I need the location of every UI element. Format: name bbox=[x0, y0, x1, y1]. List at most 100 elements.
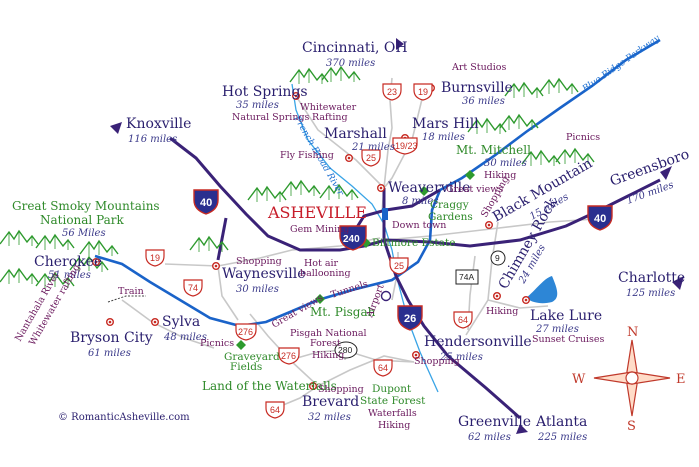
nc280-shield bbox=[334, 341, 358, 359]
mt-pisgah-label: Mt. Pisgah bbox=[310, 305, 376, 319]
attr-dupont-4: Hiking bbox=[378, 420, 410, 431]
attr-whitewater-2: Rafting bbox=[312, 112, 348, 123]
shield-i240: 240 bbox=[343, 234, 360, 245]
map-title: ASHEVILLE bbox=[267, 203, 367, 222]
downtown-marker bbox=[382, 208, 388, 220]
city-hendersonville: Hendersonville bbox=[424, 334, 532, 350]
shield-us64-south: 64 bbox=[378, 363, 388, 373]
city-brevard: Brevard bbox=[302, 394, 359, 410]
attr-tunnels: Tunnels bbox=[330, 279, 370, 301]
shield-us19-23: 19/23 bbox=[395, 141, 418, 151]
shield-us23: 23 bbox=[387, 87, 397, 97]
dist-burnsville: 36 miles bbox=[462, 96, 505, 107]
shield-nc9: 9 bbox=[495, 253, 500, 263]
shield-us64-west: 64 bbox=[270, 405, 280, 415]
shield-us25-south: 25 bbox=[394, 261, 404, 271]
airport-marker bbox=[380, 290, 392, 302]
compass-n: N bbox=[627, 325, 638, 340]
blue-ridge-parkway-label: Blue Ridge Parkway bbox=[580, 33, 662, 95]
compass-s: S bbox=[627, 419, 636, 434]
dist-greenville: 62 miles bbox=[468, 432, 511, 443]
city-mars-hill: Mars Hill bbox=[412, 116, 479, 132]
city-sylva: Sylva bbox=[162, 314, 200, 330]
graveyard-label-1: Graveyard bbox=[224, 351, 280, 363]
scenic-markers bbox=[236, 170, 475, 350]
attr-great-views-ne: Great views bbox=[446, 184, 503, 195]
compass-w: W bbox=[572, 372, 586, 387]
attr-picnics-ne: Picnics bbox=[566, 132, 600, 143]
attr-pisgah-forest-2: Forest bbox=[310, 338, 341, 349]
city-cincinnati: Cincinnati, OH bbox=[302, 40, 408, 56]
attr-shopping-brevard: Shopping bbox=[318, 384, 364, 395]
city-atlanta: Atlanta bbox=[535, 414, 587, 430]
dist-bryson-city: 61 miles bbox=[88, 348, 131, 359]
attr-natural-springs: Natural Springs bbox=[232, 112, 310, 123]
dist-mt-mitchell: 30 miles bbox=[484, 158, 527, 169]
attr-picnics-sw: Picnics bbox=[200, 338, 234, 349]
dist-brevard: 32 miles bbox=[308, 412, 351, 423]
smoky-label-1: Great Smoky Mountains bbox=[12, 199, 160, 213]
city-knoxville: Knoxville bbox=[126, 116, 191, 132]
attr-hot-air-1: Hot air bbox=[304, 258, 339, 269]
shield-i26: 26 bbox=[404, 313, 416, 325]
dist-atlanta: 225 miles bbox=[537, 432, 587, 443]
downtown-label: Down town bbox=[392, 220, 446, 231]
craggy-label-2: Gardens bbox=[428, 211, 473, 223]
dist-knoxville: 116 miles bbox=[128, 134, 177, 145]
dist-weaverville: 8 miles bbox=[402, 196, 438, 207]
attr-hiking-mitchell: Hiking bbox=[484, 170, 516, 181]
shield-nc74a: 74A bbox=[459, 272, 474, 282]
compass-e: E bbox=[676, 372, 686, 387]
shield-us19-north: 19 bbox=[418, 87, 428, 97]
shield-us25-north: 25 bbox=[366, 153, 376, 163]
dist-hendersonville: 25 miles bbox=[439, 352, 483, 363]
shield-nc280: 280 bbox=[338, 345, 352, 355]
city-lake-lure: Lake Lure bbox=[530, 308, 602, 324]
interstate-shields bbox=[193, 189, 613, 331]
dist-mars-hill: 18 miles bbox=[422, 132, 465, 143]
city-mt-mitchell: Mt. Mitchell bbox=[456, 143, 531, 157]
city-greenville: Greenville bbox=[458, 414, 531, 430]
city-hot-springs: Hot Springs bbox=[222, 84, 308, 100]
lake-lure bbox=[526, 276, 558, 304]
train-track bbox=[107, 295, 146, 303]
attr-dupont-1: Dupont bbox=[372, 383, 412, 395]
city-bryson-city: Bryson City bbox=[70, 330, 153, 346]
city-charlotte: Charlotte bbox=[618, 270, 685, 286]
attr-dupont-2: State Forest bbox=[360, 395, 426, 407]
city-burnsville: Burnsville bbox=[441, 80, 513, 96]
attr-train: Train bbox=[118, 286, 144, 297]
attr-shopping-way: Shopping bbox=[236, 256, 282, 267]
attr-whitewater-1: Whitewater bbox=[300, 102, 357, 113]
attr-shopping-hend: Shopping bbox=[414, 356, 460, 367]
dist-waynesville: 30 miles bbox=[236, 284, 279, 295]
waterfalls-label: Land of the Waterfalls bbox=[202, 379, 337, 393]
shield-us276-west: 276 bbox=[238, 327, 253, 337]
attr-hiking-pisgah: Hiking bbox=[312, 350, 344, 361]
compass-rose bbox=[593, 339, 671, 417]
dist-charlotte: 125 miles bbox=[626, 288, 675, 299]
dist-lake-lure: 27 miles bbox=[535, 324, 579, 335]
city-cherokee: Cherokee bbox=[34, 254, 102, 270]
dist-sylva: 48 miles bbox=[163, 332, 207, 343]
attr-dupont-3: Waterfalls bbox=[368, 408, 417, 419]
attr-fly-fishing: Fly Fishing bbox=[280, 150, 334, 161]
city-greensboro: Greensboro bbox=[608, 146, 692, 189]
craggy-label-1: Craggy bbox=[430, 199, 469, 211]
city-marshall: Marshall bbox=[324, 126, 387, 142]
attr-pisgah-forest-1: Pisgah National bbox=[290, 328, 367, 339]
shield-us74: 74 bbox=[188, 283, 198, 293]
nc9-shield bbox=[490, 250, 506, 266]
copyright: © RomanticAsheville.com bbox=[58, 412, 190, 423]
smoky-label-2: National Park bbox=[40, 213, 125, 227]
direction-arrows bbox=[110, 38, 684, 434]
shield-us19-west: 19 bbox=[150, 253, 160, 263]
attr-hot-air-2: ballooning bbox=[300, 268, 351, 279]
graveyard-label-2: Fields bbox=[230, 361, 262, 373]
smoky-dist: 56 Miles bbox=[62, 228, 106, 239]
dist-cherokee: 51 miles bbox=[48, 270, 91, 281]
attr-hiking-lake: Hiking bbox=[486, 306, 518, 317]
city-waynesville: Waynesville bbox=[222, 266, 306, 282]
shield-us64-east: 64 bbox=[458, 315, 468, 325]
